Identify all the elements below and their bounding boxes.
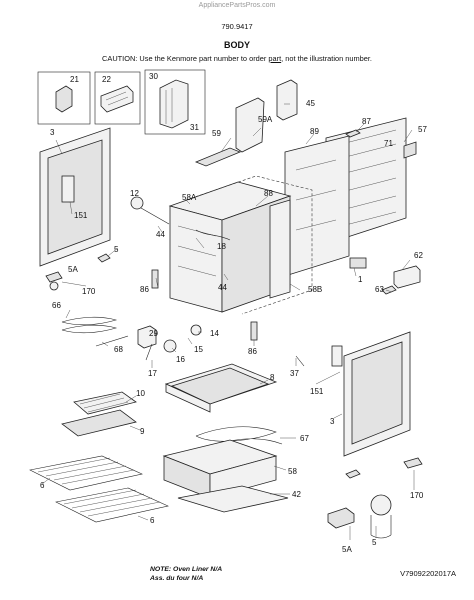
callout-44-lower: 44	[218, 283, 227, 292]
inset-box-21[interactable]	[37, 71, 91, 125]
note-line-2: Ass. du four N/A	[150, 575, 204, 582]
callout-59: 59	[212, 129, 221, 138]
callout-68: 68	[114, 345, 123, 354]
callout-31: 31	[190, 123, 199, 132]
callout-15: 15	[194, 345, 203, 354]
callout-88: 88	[264, 189, 273, 198]
callout-170-right: 170	[410, 491, 424, 500]
callout-58: 58	[288, 467, 297, 476]
callout-71: 71	[384, 139, 393, 148]
callout-22: 22	[102, 75, 111, 84]
part-18-wire[interactable]	[195, 229, 231, 241]
callout-30: 30	[149, 72, 158, 81]
note-line-1: NOTE: Oven Liner N/A	[150, 566, 223, 573]
callout-63: 63	[375, 285, 384, 294]
parts-left-leveler[interactable]	[45, 253, 111, 291]
parts-62-63[interactable]	[381, 265, 421, 295]
callout-151-left: 151	[74, 211, 88, 220]
callout-3-left: 3	[50, 128, 55, 137]
callout-6-upper: 6	[40, 481, 45, 490]
part-14-knob[interactable]	[190, 324, 202, 336]
callout-87: 87	[362, 117, 371, 126]
watermark: AppliancePartsPros.com	[198, 2, 276, 9]
part-57-plate[interactable]	[403, 141, 417, 159]
callout-86-upper: 86	[140, 285, 149, 294]
callout-9: 9	[140, 427, 145, 436]
callout-1: 1	[358, 275, 363, 284]
part-10-broil-pan[interactable]	[61, 391, 137, 437]
callout-16: 16	[176, 355, 185, 364]
callout-3-right: 3	[330, 417, 335, 426]
callout-6-lower: 6	[150, 516, 155, 525]
callout-58B: 58B	[308, 285, 322, 294]
diagram-code: V79092202017A	[400, 569, 456, 578]
part-12-sensor[interactable]	[130, 196, 170, 225]
callout-37: 37	[290, 369, 299, 378]
callout-29: 29	[149, 329, 158, 338]
callout-labels: 21 22 30 31 45 59A 59 89 87 71 57 3 151 …	[40, 72, 427, 554]
callout-45: 45	[306, 99, 315, 108]
part-rear-wall[interactable]	[284, 135, 350, 277]
part-6-oven-rack-upper[interactable]	[29, 455, 143, 491]
callout-5-right: 5	[372, 538, 377, 547]
part-3-right-side-panel[interactable]	[331, 331, 411, 457]
callout-21: 21	[70, 75, 79, 84]
part-1-terminal-block[interactable]	[349, 257, 367, 269]
callout-66: 66	[52, 301, 61, 310]
part-42-bottom-panel[interactable]	[177, 485, 289, 513]
part-45-bracket[interactable]	[276, 79, 298, 121]
callout-59A: 59A	[258, 115, 273, 124]
part-5-right-leveler[interactable]	[370, 494, 392, 539]
inset-box-30-31[interactable]	[144, 69, 206, 135]
callout-18: 18	[217, 242, 226, 251]
callout-58A: 58A	[182, 193, 197, 202]
part-86-lower[interactable]	[250, 321, 258, 341]
callout-10: 10	[136, 389, 145, 398]
part-170-right-bracket[interactable]	[403, 457, 423, 469]
callout-44-upper: 44	[156, 230, 165, 239]
inset-box-22[interactable]	[94, 71, 141, 125]
part-86-upper[interactable]	[151, 269, 159, 289]
callout-86-lower: 86	[248, 347, 257, 356]
callout-17: 17	[148, 369, 157, 378]
caution-part-link[interactable]: part	[268, 54, 282, 63]
part-29-thermostat[interactable]	[137, 325, 157, 349]
caution-pre: CAUTION: Use the Kenmore part number to …	[102, 54, 269, 63]
part-59-strip[interactable]	[194, 147, 242, 167]
model-code: 790.9417	[221, 22, 253, 31]
callout-5-left: 5	[114, 245, 119, 254]
callout-42: 42	[292, 490, 301, 499]
callout-62: 62	[414, 251, 423, 260]
caution-post: , not the illustration number.	[281, 54, 372, 63]
callout-14: 14	[210, 329, 219, 338]
footer-note: NOTE: Oven Liner N/A Ass. du four N/A	[150, 565, 222, 583]
part-58B-insulation[interactable]	[269, 199, 291, 299]
callout-89: 89	[310, 127, 319, 136]
callout-5A-right: 5A	[342, 545, 352, 554]
callout-67: 67	[300, 434, 309, 443]
callout-5A-left: 5A	[68, 265, 78, 274]
part-59A-vent[interactable]	[235, 97, 265, 153]
callout-170-left: 170	[82, 287, 96, 296]
part-37-screw[interactable]	[295, 355, 305, 367]
callout-57: 57	[418, 125, 427, 134]
part-66-bake-element[interactable]	[61, 316, 118, 334]
part-68-wire[interactable]	[95, 335, 129, 347]
part-5A-left-small[interactable]	[345, 469, 361, 479]
part-58A-insulation[interactable]	[185, 175, 313, 315]
leader-lines	[41, 103, 415, 540]
caution-text: CAUTION: Use the Kenmore part number to …	[0, 54, 474, 63]
part-6-oven-rack-lower[interactable]	[55, 487, 169, 523]
section-title: BODY	[223, 40, 250, 50]
callout-12: 12	[130, 189, 139, 198]
callout-8: 8	[270, 373, 275, 382]
callout-151-right: 151	[310, 387, 324, 396]
part-8-door-inner[interactable]	[164, 363, 278, 413]
part-17-probe[interactable]	[145, 343, 153, 361]
part-5A-right-foot[interactable]	[327, 507, 355, 529]
